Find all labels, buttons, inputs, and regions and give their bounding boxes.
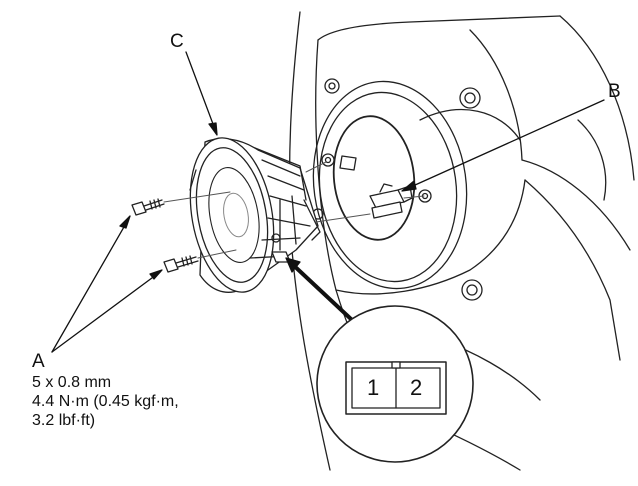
screw-lower — [163, 255, 199, 273]
connector-detail — [316, 305, 474, 463]
screw-spec: 5 x 0.8 mm 4.4 N·m (0.45 kgf·m, 3.2 lbf·… — [32, 373, 179, 430]
alignment-lines — [163, 161, 425, 259]
door-panel — [288, 11, 635, 471]
leader-lines — [51, 51, 605, 353]
callout-c: C — [170, 31, 184, 52]
screw-upper — [131, 198, 165, 216]
speaker-unit — [189, 137, 321, 293]
callout-b: B — [608, 81, 621, 102]
harness-connector — [369, 183, 413, 219]
connector-pin-2: 2 — [410, 375, 423, 400]
spec-torque-imperial: 3.2 lbf·ft) — [32, 412, 96, 429]
connector-pin-1: 1 — [367, 375, 380, 400]
speaker-opening — [312, 80, 468, 290]
leader-arrowheads — [119, 122, 417, 280]
spec-size: 5 x 0.8 mm — [32, 374, 112, 391]
spec-torque-metric: 4.4 N·m (0.45 kgf·m, — [32, 393, 179, 410]
callout-a: A — [32, 351, 45, 372]
